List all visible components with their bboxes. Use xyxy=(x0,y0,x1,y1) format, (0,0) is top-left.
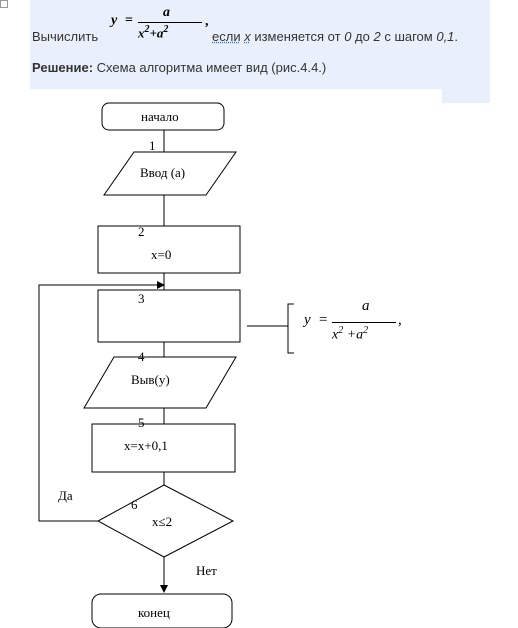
block-6-number: 6 xyxy=(131,497,138,512)
to-value: 2 xyxy=(373,29,381,44)
task-formula: y = a x2+a2 , xyxy=(111,4,211,44)
block-2-label: x=0 xyxy=(151,247,172,262)
process-block-init xyxy=(97,225,241,274)
solution-text: Схема алгоритма имеет вид (рис.4.4.) xyxy=(93,60,327,75)
yes-label: Да xyxy=(58,488,73,503)
block-2-number: 2 xyxy=(138,224,145,239)
annotation-denominator: x2 +a2 xyxy=(332,325,369,343)
process-block-increment xyxy=(91,423,236,473)
annotation-bracket xyxy=(287,303,294,354)
start-terminal xyxy=(101,102,225,131)
annotation-fraction-bar xyxy=(332,322,396,323)
annotation-lhs: y xyxy=(304,312,311,328)
task-background xyxy=(30,0,490,89)
from-value: 0 xyxy=(344,29,352,44)
compute-label: Вычислить xyxy=(32,29,99,44)
block-4-number: 4 xyxy=(138,349,145,364)
solution-line: Решение: Схема алгоритма имеет вид (рис.… xyxy=(32,60,326,75)
loop-back-line xyxy=(38,281,165,522)
end-label: конец xyxy=(138,605,170,620)
block-5-number: 5 xyxy=(138,415,145,430)
corner-marker xyxy=(0,0,8,8)
annotation-tail: , xyxy=(398,312,402,328)
output-block xyxy=(83,356,237,409)
block-6-label: x≤2 xyxy=(152,514,173,529)
var-x: x xyxy=(244,29,251,44)
start-label: начало xyxy=(141,109,179,124)
step-value: 0,1 xyxy=(436,29,455,44)
annotation-numerator: a xyxy=(362,298,370,314)
block-1-number: 1 xyxy=(149,138,156,153)
no-label: Нет xyxy=(196,563,217,578)
if-word: если xyxy=(212,29,241,44)
process-block-compute xyxy=(97,289,241,343)
annotation-eq: = xyxy=(319,312,328,328)
formula-numerator: a xyxy=(163,5,170,20)
block-5-label: x=x+0,1 xyxy=(124,438,168,453)
formula-fraction-bar xyxy=(138,22,202,23)
annotation-formula: y = a x2 +a2 , xyxy=(304,298,416,350)
formula-denominator: x2+a2 xyxy=(138,24,169,41)
solution-label: Решение: xyxy=(32,60,94,75)
formula-lhs: y xyxy=(111,13,118,28)
input-block xyxy=(103,151,237,196)
block-1-label: Ввод (а) xyxy=(140,165,186,180)
block-3-number: 3 xyxy=(138,291,145,306)
task-condition: если x изменяется от 0 до 2 с шагом 0,1. xyxy=(212,29,459,44)
formula-eq: = xyxy=(125,13,133,28)
end-terminal xyxy=(91,593,233,628)
block-4-label: Выв(у) xyxy=(131,372,170,387)
task-background-tail xyxy=(442,89,490,103)
formula-tail: , xyxy=(205,14,209,29)
